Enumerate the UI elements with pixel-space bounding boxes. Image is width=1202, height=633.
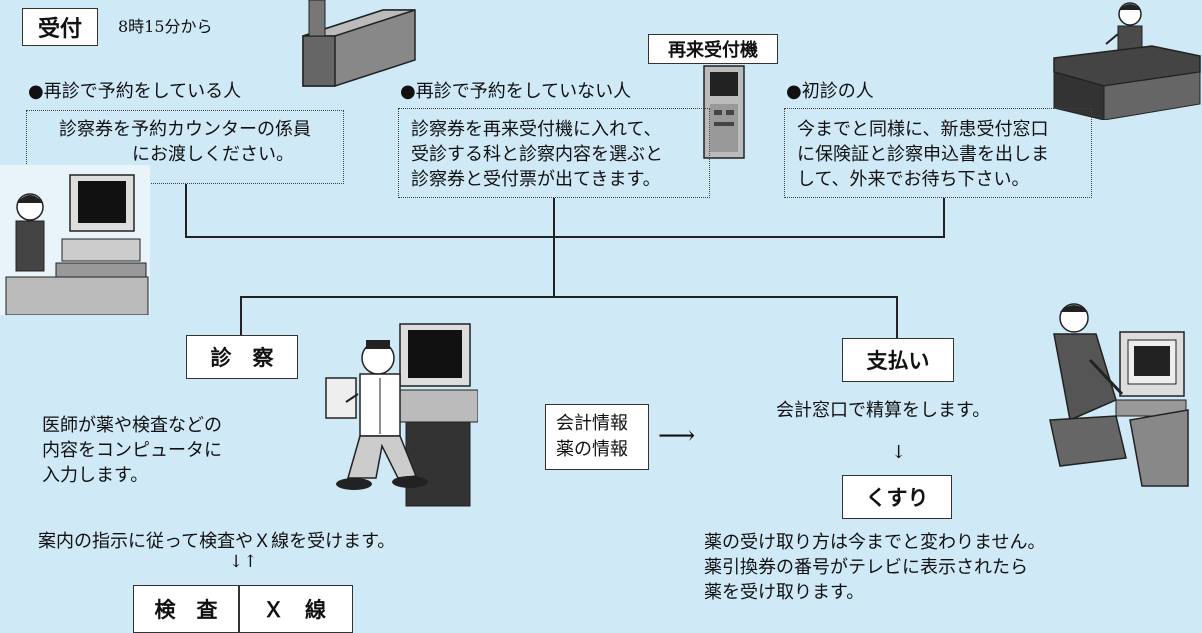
- connector-line: [240, 296, 898, 298]
- branch-new-heading: ●初診の人: [786, 81, 874, 102]
- exam-description: 医師が薬や検査などの 内容をコンピュータに 入力します。: [42, 413, 222, 488]
- reception-machine-icon: [703, 65, 745, 159]
- reception-machine-label: 再来受付機: [668, 40, 758, 61]
- payment-title-box: 支払い: [842, 338, 954, 382]
- reception-title-box: 受付: [22, 8, 98, 46]
- reception-time: 8時15分から: [118, 17, 213, 36]
- branch-reserved-line-2: にお渡しください。: [132, 144, 294, 165]
- info-line-1: 会計情報: [556, 413, 628, 434]
- exam-desc-line-3: 入力します。: [42, 465, 149, 486]
- connector-line: [943, 198, 945, 237]
- branch-new-line-3: して、外来でお待ち下さい。: [797, 169, 1030, 190]
- medicine-desc-line-1: 薬の受け取り方は今までと変わりません。: [704, 532, 1046, 553]
- connector-line: [185, 184, 187, 237]
- branch-walkin-line-1: 診察券を再来受付機に入れて、: [411, 119, 662, 140]
- reception-machine-label-box: 再来受付機: [648, 34, 778, 64]
- connector-line: [185, 236, 945, 238]
- exam-desc-line-2: 内容をコンピュータに: [42, 440, 222, 461]
- connector-line: [896, 296, 898, 338]
- branch-new-line-2: に保険証と診察申込書を出しま: [797, 144, 1049, 165]
- test-label: 検 査: [154, 598, 218, 622]
- connector-line: [240, 296, 242, 336]
- exam-title-box: 診 察: [186, 335, 298, 379]
- receptionist-illustration: [1053, 2, 1201, 120]
- exam-desc-line-1: 医師が薬や検査などの: [42, 415, 222, 436]
- block-illustration: [302, 0, 416, 87]
- branch-reserved-line-1: 診察券を予約カウンターの係員: [59, 119, 311, 140]
- info-arrow: ⟶: [658, 421, 696, 451]
- test-xray-box: 検 査 Ｘ 線: [133, 585, 353, 633]
- payment-title: 支払い: [866, 349, 930, 373]
- info-box: 会計情報 薬の情報: [545, 404, 649, 470]
- exam-arrows: ↓↑: [229, 552, 258, 572]
- medicine-title-box: くすり: [842, 475, 952, 519]
- test-xray-divider: [238, 586, 240, 632]
- branch-walkin-box: 診察券を再来受付機に入れて、 受診する科と診察内容を選ぶと 診察券と受付票が出て…: [398, 108, 710, 198]
- xray-label: Ｘ 線: [263, 598, 326, 622]
- payment-description: 会計窓口で精算をします。: [776, 400, 991, 421]
- branch-new-box: 今までと同様に、新患受付窓口 に保険証と診察申込書を出しま して、外来でお待ち下…: [784, 108, 1092, 198]
- connector-line: [553, 237, 555, 297]
- medicine-title: くすり: [865, 486, 929, 510]
- info-line-2: 薬の情報: [556, 439, 628, 460]
- medicine-desc-line-3: 薬を受け取ります。: [704, 582, 865, 603]
- medicine-desc-line-2: 薬引換券の番号がテレビに表示されたら: [704, 557, 1028, 578]
- branch-new-line-1: 今までと同様に、新患受付窓口: [797, 119, 1049, 140]
- doctor-illustration: [325, 323, 478, 507]
- branch-reserved-box: 診察券を予約カウンターの係員 にお渡しください。: [26, 110, 344, 184]
- payment-arrow: ↓: [891, 442, 907, 463]
- exam-title: 診 察: [210, 346, 274, 370]
- reception-title: 受付: [37, 17, 82, 42]
- cashier-illustration: [1049, 303, 1189, 487]
- medicine-description: 薬の受け取り方は今までと変わりません。 薬引換券の番号がテレビに表示されたら 薬…: [704, 530, 1045, 605]
- branch-walkin-line-2: 受診する科と診察内容を選ぶと: [411, 144, 663, 165]
- branch-reserved-heading: ●再診で予約をしている人: [28, 81, 242, 102]
- exam-instruction: 案内の指示に従って検査やＸ線を受けます。: [38, 531, 396, 552]
- reservation-counter-illustration: [0, 165, 150, 315]
- connector-line: [553, 198, 555, 237]
- branch-walkin-line-3: 診察券と受付票が出てきます。: [411, 169, 661, 190]
- branch-walkin-heading: ●再診で予約をしていない人: [400, 81, 632, 102]
